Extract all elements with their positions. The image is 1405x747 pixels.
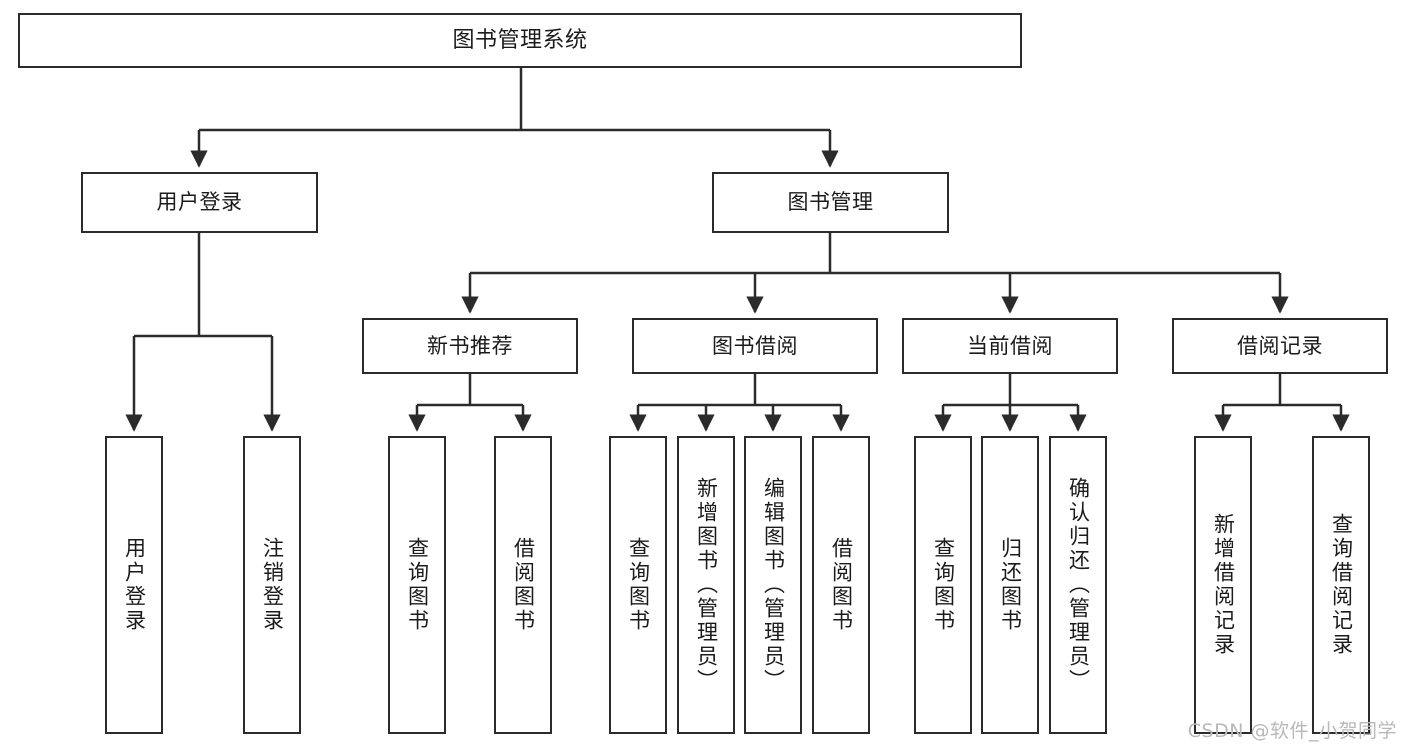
node-user-login[interactable]: 用户登录 xyxy=(81,172,318,233)
leaf-new-book-query-book[interactable]: 查询图书 xyxy=(388,436,446,734)
node-label: 当前借阅 xyxy=(967,333,1053,358)
node-label: 查询图书 xyxy=(931,537,956,633)
leaf-book-borrow-borrow-book[interactable]: 借阅图书 xyxy=(812,436,870,734)
node-label: 查询图书 xyxy=(626,537,651,633)
leaf-current-borrow-confirm-return-admin[interactable]: 确认归还（管理员） xyxy=(1049,436,1107,734)
node-borrowing-records[interactable]: 借阅记录 xyxy=(1172,318,1388,374)
node-label: 借阅记录 xyxy=(1237,333,1323,358)
leaf-user-login-login[interactable]: 用户登录 xyxy=(105,436,163,734)
leaf-user-login-logout[interactable]: 注销登录 xyxy=(243,436,301,734)
leaf-current-borrow-query-book[interactable]: 查询图书 xyxy=(914,436,972,734)
node-label: 用户登录 xyxy=(122,537,147,633)
node-label: 借阅图书 xyxy=(511,537,536,633)
node-label: 图书管理系统 xyxy=(452,27,588,53)
node-label: 借阅图书 xyxy=(829,537,854,633)
node-new-book-recommendation[interactable]: 新书推荐 xyxy=(362,318,578,374)
node-label: 注销登录 xyxy=(260,537,285,633)
node-current-borrowing[interactable]: 当前借阅 xyxy=(902,318,1118,374)
node-label: 确认归还（管理员） xyxy=(1066,477,1091,693)
csdn-watermark: CSDN @软件_小贺同学 xyxy=(1187,720,1397,742)
leaf-borrow-record-query-record[interactable]: 查询借阅记录 xyxy=(1312,436,1370,734)
node-root-book-management-system[interactable]: 图书管理系统 xyxy=(18,13,1022,68)
node-label: 图书管理 xyxy=(787,190,874,215)
leaf-new-book-borrow-book[interactable]: 借阅图书 xyxy=(494,436,552,734)
node-label: 编辑图书（管理员） xyxy=(761,477,786,693)
leaf-book-borrow-query-book[interactable]: 查询图书 xyxy=(609,436,667,734)
node-label: 新增图书（管理员） xyxy=(694,477,719,693)
leaf-book-borrow-edit-book-admin[interactable]: 编辑图书（管理员） xyxy=(744,436,802,734)
node-label: 查询图书 xyxy=(405,537,430,633)
node-label: 归还图书 xyxy=(998,537,1023,633)
node-book-management[interactable]: 图书管理 xyxy=(712,172,949,233)
leaf-book-borrow-add-book-admin[interactable]: 新增图书（管理员） xyxy=(677,436,735,734)
node-label: 新书推荐 xyxy=(427,333,513,358)
node-book-borrowing[interactable]: 图书借阅 xyxy=(632,318,878,374)
node-label: 图书借阅 xyxy=(712,333,798,358)
leaf-borrow-record-add-record[interactable]: 新增借阅记录 xyxy=(1194,436,1252,734)
node-label: 用户登录 xyxy=(156,190,243,215)
node-label: 查询借阅记录 xyxy=(1329,513,1354,657)
leaf-current-borrow-return-book[interactable]: 归还图书 xyxy=(981,436,1039,734)
node-label: 新增借阅记录 xyxy=(1211,513,1236,657)
